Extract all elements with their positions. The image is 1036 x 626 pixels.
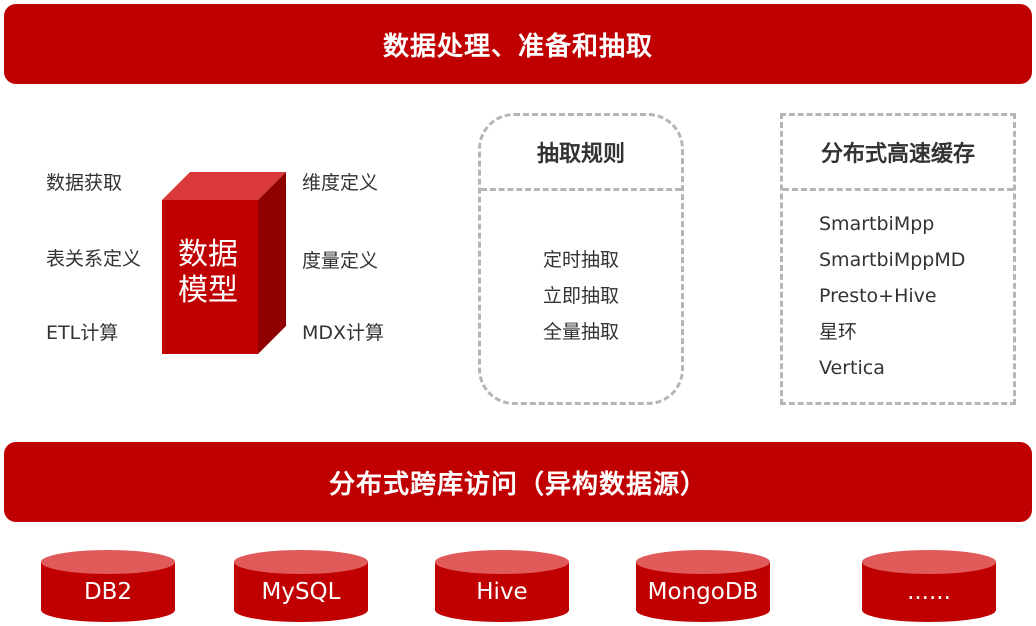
datasource-label: Hive — [476, 579, 528, 605]
data-sources-row: DB2 MySQL Hive MongoDB ...... — [0, 548, 1036, 626]
cube-label-line1: 数据 — [178, 237, 238, 272]
cube-top-face — [162, 172, 286, 200]
cache-item: SmartbiMpp — [819, 213, 935, 235]
database-icon — [636, 550, 770, 622]
datasource-hive: Hive — [435, 548, 569, 622]
cube-label: 数据 模型 — [162, 237, 254, 309]
cache-item: 星环 — [819, 321, 858, 343]
distributed-cache-title: 分布式高速缓存 — [783, 116, 1013, 191]
database-icon — [41, 550, 175, 622]
datasource-db2: DB2 — [41, 548, 175, 622]
datasource-mysql: MySQL — [234, 548, 368, 622]
label-dimension-def: 维度定义 — [302, 172, 379, 194]
database-icon — [234, 550, 368, 622]
label-table-relations: 表关系定义 — [46, 248, 142, 270]
datasource-label: DB2 — [83, 579, 133, 605]
cache-item: Vertica — [819, 357, 885, 379]
extraction-rules-title: 抽取规则 — [481, 116, 681, 191]
cube-label-line2: 模型 — [178, 273, 238, 308]
datasource-label: MySQL — [261, 579, 341, 605]
label-mdx: MDX计算 — [302, 322, 385, 344]
cube-front-face — [162, 200, 258, 354]
extraction-rules-list: 定时抽取 立即抽取 全量抽取 — [481, 242, 681, 350]
label-etl: ETL计算 — [46, 322, 119, 344]
database-icon — [435, 550, 569, 622]
label-measure-def: 度量定义 — [302, 250, 379, 272]
bottom-banner-title: 分布式跨库访问（异构数据源） — [328, 469, 707, 500]
extraction-rules-box: 抽取规则 定时抽取 立即抽取 全量抽取 — [478, 113, 684, 405]
rule-item-scheduled: 定时抽取 — [542, 249, 619, 271]
cache-item: SmartbiMppMD — [819, 249, 966, 271]
data-model-cube — [162, 172, 286, 354]
distributed-cache-list: SmartbiMpp SmartbiMppMD Presto+Hive 星环 V… — [783, 206, 1013, 386]
rule-item-full: 全量抽取 — [542, 321, 619, 343]
cache-item: Presto+Hive — [819, 285, 937, 307]
datasource-more: ...... — [862, 548, 996, 622]
datasource-label: ...... — [907, 579, 951, 605]
database-icon — [862, 550, 996, 622]
rule-item-immediate: 立即抽取 — [542, 285, 619, 307]
cube-side-face — [258, 172, 286, 354]
bottom-banner: 分布式跨库访问（异构数据源） — [4, 442, 1032, 522]
datasource-mongodb: MongoDB — [636, 548, 770, 622]
label-data-acquisition: 数据获取 — [46, 172, 123, 194]
distributed-cache-box: 分布式高速缓存 SmartbiMpp SmartbiMppMD Presto+H… — [780, 113, 1016, 405]
top-banner-title: 数据处理、准备和抽取 — [382, 31, 653, 62]
top-banner: 数据处理、准备和抽取 — [4, 4, 1032, 84]
datasource-label: MongoDB — [647, 579, 759, 605]
